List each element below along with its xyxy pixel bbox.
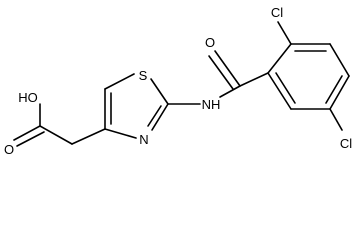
bond-c2-n-inner [147,105,162,127]
bond-ch2-c4 [71,128,106,145]
bond-ring-inner-b [325,75,343,104]
bond-ring-c3-c4 [329,43,350,77]
bond-c5-s [104,73,135,90]
bond-carbonyl-ring [239,72,269,87]
bond-c-o-double-a [13,125,41,141]
atom-label-ring-nitrogen: N [139,132,148,147]
bond-c5-cl-bottom [329,108,343,131]
molecule-canvas: HO O S N NH O Cl Cl [4,5,352,157]
structure-diagram: HO O S N NH O Cl Cl [4,5,352,157]
bond-ring-c4-c5 [329,75,350,110]
bond-ring-inner-c [275,72,296,104]
bond-ring-c6-c1 [267,72,292,110]
atom-label-hydroxyl: HO [18,90,38,105]
bond-c-ch2 [39,125,73,145]
atom-label-acid-oxygen: O [4,142,14,157]
atom-label-amide-oxygen: O [205,35,215,50]
atom-label-amide-nh: NH [202,97,221,112]
bond-n-c4 [104,128,137,139]
bond-c-o-double-b [16,131,45,147]
bond-carbonyl-o-a [214,50,241,87]
bond-carbonyl-o-b [208,55,234,90]
atom-label-sulfur: S [139,68,148,83]
atom-label-chlorine-bottom: Cl [340,136,352,151]
bond-c2-n [151,103,169,131]
bond-s-c2 [150,78,169,105]
bond-nh-carbonyl [219,85,241,98]
atom-label-chlorine-top: Cl [271,5,283,20]
bond-ring-c1-c2 [267,43,292,74]
bond-c2-cl-top [277,21,292,45]
